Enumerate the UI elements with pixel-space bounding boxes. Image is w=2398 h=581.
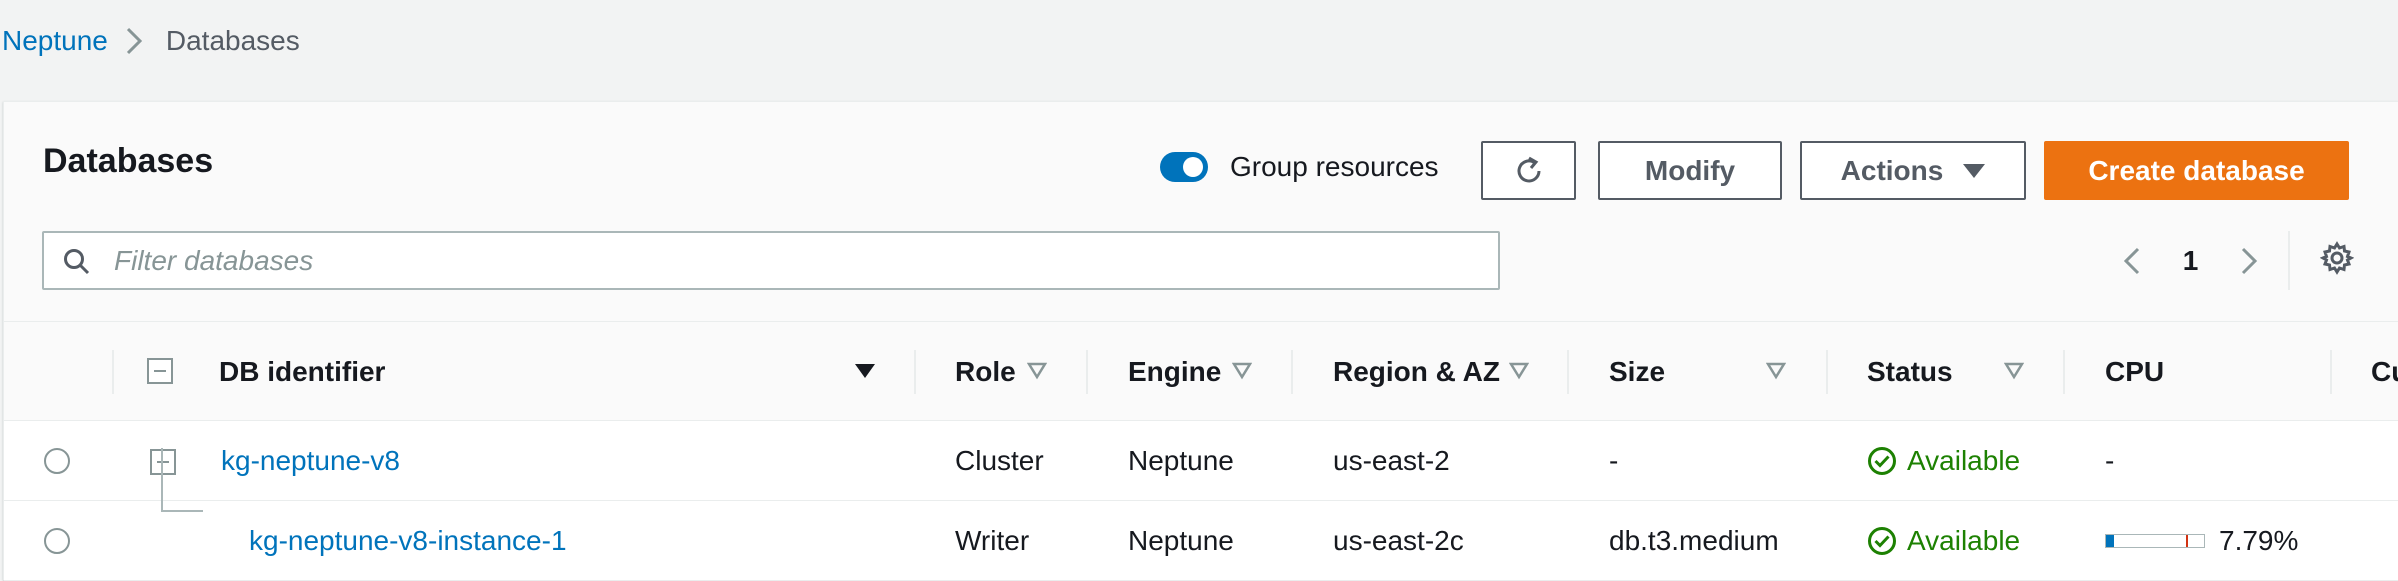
table-row[interactable]: kg-neptune-v8 Cluster Neptune us-east-2 … [4, 421, 2398, 501]
cpu-cell: - [2105, 445, 2115, 476]
column-region-az[interactable]: Region & AZ [1333, 356, 1500, 387]
role-cell: Cluster [955, 445, 1044, 476]
column-size[interactable]: Size [1609, 356, 1666, 387]
cpu-usage-bar [2105, 534, 2205, 548]
column-engine[interactable]: Engine [1128, 356, 1222, 387]
breadcrumb-current: Databases [165, 25, 300, 56]
column-divider [1826, 350, 1828, 394]
page-number[interactable]: 1 [2182, 245, 2199, 276]
status-cell: Available [1867, 501, 2020, 581]
column-status[interactable]: Status [1867, 356, 1953, 387]
column-divider [914, 350, 916, 394]
size-cell: - [1609, 445, 1619, 476]
pager-divider [2288, 231, 2290, 290]
create-database-button[interactable]: Create database [2044, 141, 2349, 200]
db-identifier-link[interactable]: kg-neptune-v8 [221, 445, 401, 476]
sort-icon[interactable] [1027, 362, 1047, 380]
previous-page-icon[interactable] [2112, 241, 2152, 281]
pagination: 1 [2112, 236, 2269, 286]
breadcrumb: Neptune Databases [0, 0, 2398, 82]
tree-connector [161, 448, 163, 512]
column-divider [1291, 350, 1293, 394]
cpu-threshold-marker [2186, 535, 2188, 547]
toggle-switch[interactable] [1160, 152, 1208, 182]
next-page-icon[interactable] [2229, 241, 2269, 281]
role-cell: Writer [955, 525, 1030, 556]
column-db-identifier[interactable]: DB identifier [219, 356, 386, 387]
table-row[interactable]: kg-neptune-v8-instance-1 Writer Neptune … [4, 501, 2398, 581]
select-all-checkbox[interactable] [147, 358, 173, 384]
column-role[interactable]: Role [955, 356, 1016, 387]
column-divider [2330, 350, 2332, 394]
region-cell: us-east-2c [1333, 525, 1464, 556]
size-cell: db.t3.medium [1609, 525, 1779, 556]
region-cell: us-east-2 [1333, 445, 1450, 476]
column-divider [112, 350, 114, 394]
status-text: Available [1907, 525, 2021, 556]
sort-icon[interactable] [1766, 362, 1786, 380]
actions-dropdown-button[interactable]: Actions [1800, 141, 2026, 200]
breadcrumb-neptune-link[interactable]: Neptune [2, 25, 108, 56]
databases-panel: Databases Group resources Modify Actions… [3, 101, 2398, 581]
refresh-button[interactable] [1481, 141, 1576, 200]
sort-icon[interactable] [1509, 362, 1529, 380]
cpu-cell: 7.79% [2105, 501, 2298, 581]
tree-connector [161, 510, 203, 512]
gear-icon[interactable] [2320, 241, 2354, 275]
refresh-icon [1517, 156, 1540, 182]
search-icon [64, 249, 90, 275]
status-cell: Available [1867, 421, 2020, 501]
group-resources-toggle[interactable]: Group resources [1160, 151, 1439, 183]
panel-title: Databases [43, 142, 214, 180]
modify-button[interactable]: Modify [1598, 141, 1782, 200]
column-divider [2063, 350, 2065, 394]
db-identifier-link[interactable]: kg-neptune-v8-instance-1 [249, 525, 567, 556]
column-current-activity[interactable]: Cu [2371, 356, 2398, 387]
table-header: DB identifier Role Engine Region & AZ Si… [4, 321, 2398, 421]
check-circle-icon [1868, 527, 1896, 555]
sort-icon[interactable] [1232, 362, 1252, 380]
sort-descending-icon[interactable] [854, 362, 876, 380]
caret-down-icon [1963, 163, 1986, 178]
check-circle-icon [1868, 447, 1896, 475]
filter-databases-input[interactable] [114, 241, 1474, 281]
column-divider [1567, 350, 1569, 394]
cpu-usage-fill [2106, 535, 2114, 547]
chevron-right-icon [108, 21, 166, 61]
row-select-radio[interactable] [44, 448, 70, 474]
actions-label: Actions [1840, 154, 1944, 186]
engine-cell: Neptune [1128, 445, 1234, 476]
group-resources-label: Group resources [1230, 151, 1439, 182]
cpu-value: 7.79% [2219, 525, 2299, 556]
status-text: Available [1907, 445, 2021, 476]
row-select-radio[interactable] [44, 528, 70, 554]
filter-field[interactable] [42, 231, 1500, 290]
sort-icon[interactable] [2004, 362, 2024, 380]
collapse-row-icon[interactable] [150, 449, 176, 475]
engine-cell: Neptune [1128, 525, 1234, 556]
column-divider [1086, 350, 1088, 394]
column-cpu[interactable]: CPU [2105, 356, 2165, 387]
